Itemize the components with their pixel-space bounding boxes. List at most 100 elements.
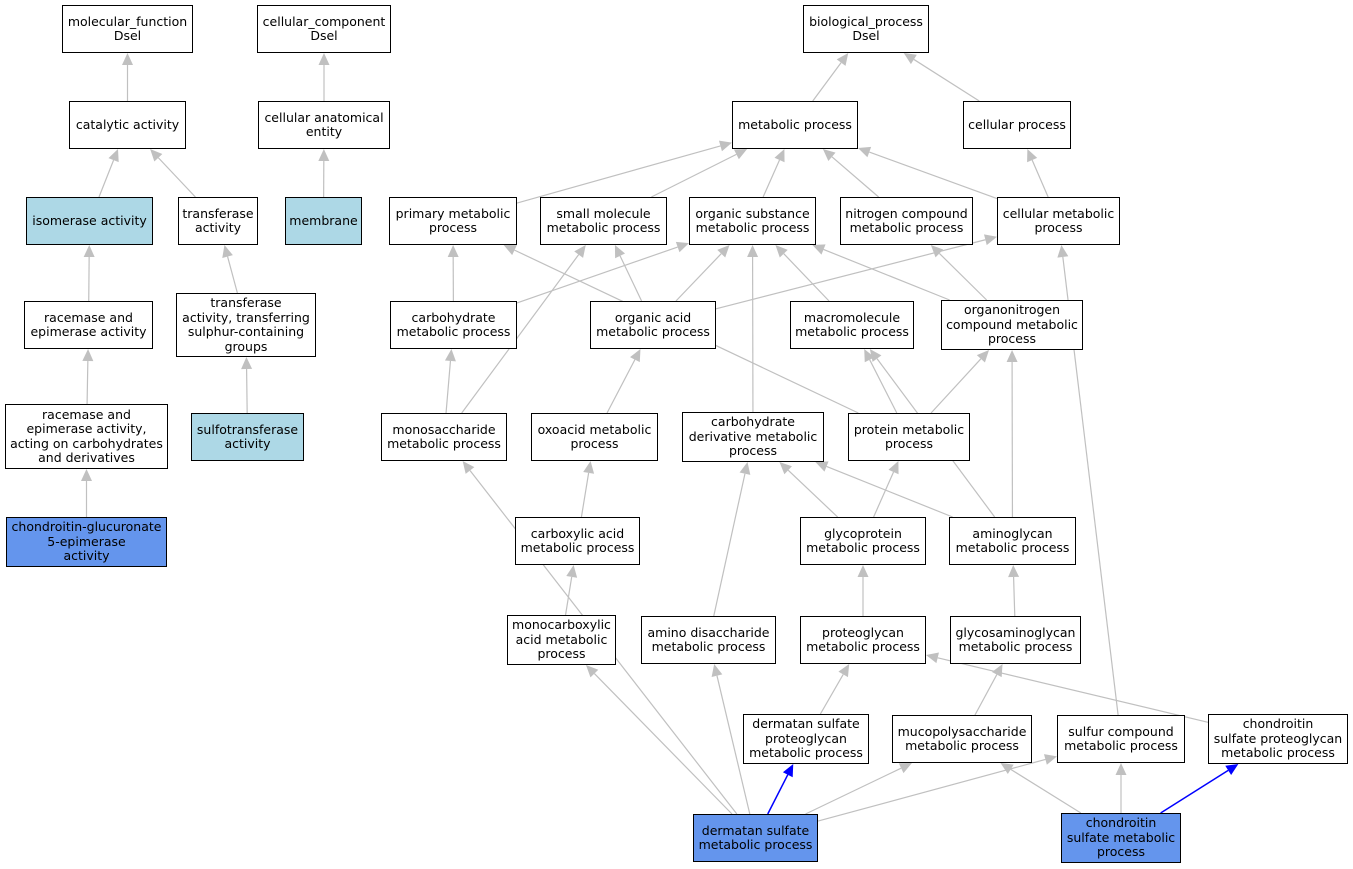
node-primary_met[interactable]: primary metabolic process <box>389 197 517 245</box>
node-label: primary metabolic process <box>395 205 511 235</box>
node-mucopoly[interactable]: mucopolysaccharide metabolic process <box>892 715 1032 763</box>
edge-small_mol-to-metabolic <box>651 153 737 198</box>
node-label: carboxylic acid metabolic process <box>520 525 635 555</box>
node-label: monosaccharide metabolic process <box>387 421 501 451</box>
node-nitrogen[interactable]: nitrogen compound metabolic process <box>840 197 973 245</box>
node-amino_disacch[interactable]: amino disaccharide metabolic process <box>641 616 776 664</box>
node-transf_sulphur[interactable]: transferase activity, transferring sulph… <box>176 293 316 357</box>
node-label: sulfur compound metabolic process <box>1064 723 1178 753</box>
node-label: sulfotransferase activity <box>196 421 299 451</box>
node-isomerase[interactable]: isomerase activity <box>26 197 153 245</box>
node-label: catalytic activity <box>75 116 180 132</box>
edge-arrowhead <box>614 245 626 259</box>
node-dermatan_proteo[interactable]: dermatan sulfate proteoglycan metabolic … <box>743 714 869 764</box>
node-gag[interactable]: glycosaminoglycan metabolic process <box>950 616 1081 664</box>
node-catalytic[interactable]: catalytic activity <box>69 101 186 149</box>
node-sulfur[interactable]: sulfur compound metabolic process <box>1057 715 1185 763</box>
node-label: isomerase activity <box>32 212 147 228</box>
node-chondroitin_epimerase[interactable]: chondroitin-glucuronate 5-epimerase acti… <box>6 517 167 567</box>
node-carboxylic[interactable]: carboxylic acid metabolic process <box>515 517 640 565</box>
node-monosacch[interactable]: monosaccharide metabolic process <box>381 413 507 461</box>
edge-arrowhead <box>122 53 133 65</box>
node-metabolic[interactable]: metabolic process <box>732 101 858 149</box>
node-label: biological_process Dsel <box>809 13 923 43</box>
node-label: cellular process <box>968 116 1066 132</box>
node-monocarboxylic[interactable]: monocarboxylic acid metabolic process <box>507 615 616 665</box>
node-label: dermatan sulfate metabolic process <box>698 822 813 852</box>
node-glycoprotein[interactable]: glycoprotein metabolic process <box>800 517 926 565</box>
edge-arrowhead <box>81 469 92 481</box>
node-sulfotransferase[interactable]: sulfotransferase activity <box>191 413 304 461</box>
edge-monosacch-to-carb_met <box>445 360 452 414</box>
node-carb_met[interactable]: carbohydrate metabolic process <box>390 301 517 349</box>
node-proteoglycan[interactable]: proteoglycan metabolic process <box>800 616 926 664</box>
edge-organonitrogen-to-nitrogen <box>938 252 988 301</box>
edge-arrowhead <box>1000 763 1014 775</box>
node-label: carbohydrate derivative metabolic proces… <box>688 414 818 459</box>
node-label: cellular metabolic process <box>1002 205 1115 235</box>
node-transferase[interactable]: transferase activity <box>178 197 258 245</box>
edge-arrowhead <box>739 462 751 475</box>
node-label: proteoglycan metabolic process <box>806 624 920 654</box>
node-label: mucopolysaccharide metabolic process <box>897 723 1027 753</box>
node-dermatan[interactable]: dermatan sulfate metabolic process <box>693 814 818 862</box>
node-label: transferase activity <box>182 205 254 235</box>
edge-arrowhead <box>926 652 939 664</box>
node-mf_root[interactable]: molecular_function Dsel <box>62 5 193 53</box>
edge-arrowhead <box>1027 149 1038 163</box>
edge-arrowhead <box>241 357 253 370</box>
node-oxoacid[interactable]: oxoacid metabolic process <box>531 413 658 461</box>
edge-arrowhead <box>815 461 829 472</box>
node-macromol[interactable]: macromolecule metabolic process <box>790 301 914 349</box>
node-aminoglycan[interactable]: aminoglycan metabolic process <box>949 517 1076 565</box>
node-cc_root[interactable]: cellular_component Dsel <box>257 5 391 53</box>
edge-chondroitin-to-chondroitin_proteo <box>1160 769 1229 814</box>
edge-arrowhead <box>858 146 872 158</box>
edge-arrowhead <box>447 245 459 258</box>
edge-arrowhead <box>82 349 94 362</box>
edge-arrowhead <box>462 461 475 474</box>
node-cellular_met[interactable]: cellular metabolic process <box>997 197 1120 245</box>
node-cellular_proc[interactable]: cellular process <box>963 101 1071 149</box>
edge-arrowhead <box>774 149 785 163</box>
edge-nitrogen-to-metabolic <box>831 156 880 198</box>
edge-arrowhead <box>585 665 599 678</box>
edge-arrowhead <box>83 245 95 258</box>
node-organonitrogen[interactable]: organonitrogen compound metabolic proces… <box>941 300 1083 350</box>
node-label: small molecule metabolic process <box>546 205 661 235</box>
edge-arrowhead <box>675 241 689 253</box>
node-racemase[interactable]: racemase and epimerase activity <box>24 301 153 349</box>
node-membrane[interactable]: membrane <box>285 197 362 245</box>
node-chondroitin_proteo[interactable]: chondroitin sulfate proteoglycan metabol… <box>1208 714 1348 764</box>
node-label: dermatan sulfate proteoglycan metabolic … <box>749 716 863 761</box>
node-carb_deriv[interactable]: carbohydrate derivative metabolic proces… <box>682 412 824 462</box>
edge-dermatan-to-amino_disacch <box>716 675 751 815</box>
edge-monocarboxylic-to-carboxylic <box>564 576 573 616</box>
edge-glycoprotein-to-protein_met <box>873 471 895 518</box>
edge-dermatan-to-dermatan_proteo <box>767 774 789 815</box>
node-protein_met[interactable]: protein metabolic process <box>848 413 970 461</box>
node-racemase_carb[interactable]: racemase and epimerase activity, acting … <box>5 404 168 469</box>
node-cell_anat[interactable]: cellular anatomical entity <box>258 101 390 149</box>
edge-monosacch-to-small_mol <box>461 254 580 414</box>
edge-arrowhead <box>630 349 641 363</box>
edge-isomerase-to-catalytic <box>98 159 115 198</box>
node-small_mol[interactable]: small molecule metabolic process <box>540 197 667 245</box>
edge-arrowhead <box>711 664 723 677</box>
edge-carboxylic-to-oxoacid <box>580 472 590 518</box>
node-org_subst[interactable]: organic substance metabolic process <box>689 197 816 245</box>
node-label: membrane <box>289 212 358 228</box>
edge-gag-to-aminoglycan <box>1012 576 1016 617</box>
node-label: organic substance metabolic process <box>695 205 810 235</box>
edge-dermatan-to-monocarboxylic <box>593 673 733 815</box>
edge-arrowhead <box>583 461 595 474</box>
edge-sulfotransferase-to-transf_sulphur <box>245 368 248 414</box>
edge-arrowhead <box>869 349 882 362</box>
node-label: organic acid metabolic process <box>596 309 710 339</box>
node-chondroitin[interactable]: chondroitin sulfate metabolic process <box>1061 813 1181 863</box>
edge-arrowhead <box>898 763 912 774</box>
edge-metabolic-to-bp_root <box>812 62 842 102</box>
edge-arrowhead <box>976 350 990 363</box>
node-org_acid[interactable]: organic acid metabolic process <box>590 301 716 349</box>
node-bp_root[interactable]: biological_process Dsel <box>803 5 929 53</box>
